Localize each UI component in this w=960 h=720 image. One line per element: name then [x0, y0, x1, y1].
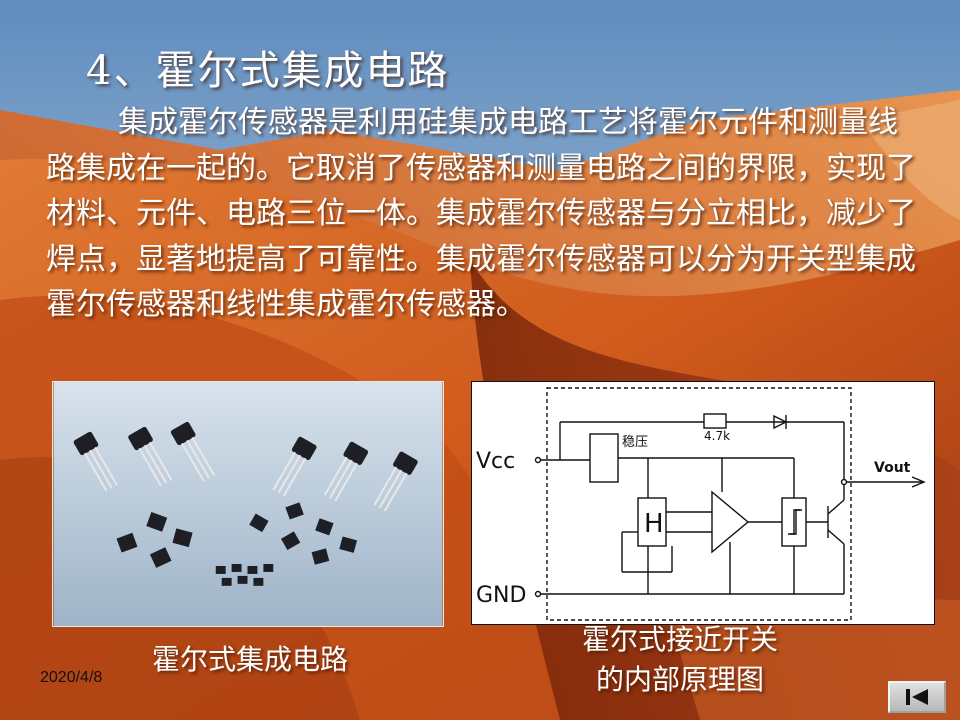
hall-element-block	[637, 497, 667, 547]
first-slide-button[interactable]	[888, 681, 946, 713]
circuit-caption-line1: 霍尔式接近开关	[581, 623, 778, 656]
first-slide-icon	[906, 689, 928, 705]
gnd-label: GND	[476, 583, 526, 608]
hall-ic-photo	[52, 381, 444, 627]
circuit-caption-line2: 的内部原理图	[595, 663, 764, 696]
photo-caption: 霍尔式集成电路	[151, 643, 348, 676]
slide-date: 2020/4/8	[40, 669, 103, 686]
vcc-label: Vcc	[476, 449, 515, 474]
slide-title: 4、霍尔式集成电路	[86, 48, 450, 94]
vout-label: Vout	[874, 460, 911, 476]
resistor	[703, 413, 727, 429]
circuit-caption: 霍尔式接近开关 的内部原理图	[530, 620, 830, 700]
regulator-block	[589, 433, 619, 483]
hall-switch-circuit: Vcc GND Vout 稳压 4.7k H	[471, 381, 935, 625]
amplifier	[711, 490, 750, 554]
regulator-label: 稳压	[622, 434, 648, 450]
body-paragraph: 集成霍尔传感器是利用硅集成电路工艺将霍尔元件和测量线路集成在一起的。它取消了传感…	[46, 105, 916, 322]
hall-label: H	[644, 509, 664, 539]
resistor-label: 4.7k	[704, 429, 730, 443]
